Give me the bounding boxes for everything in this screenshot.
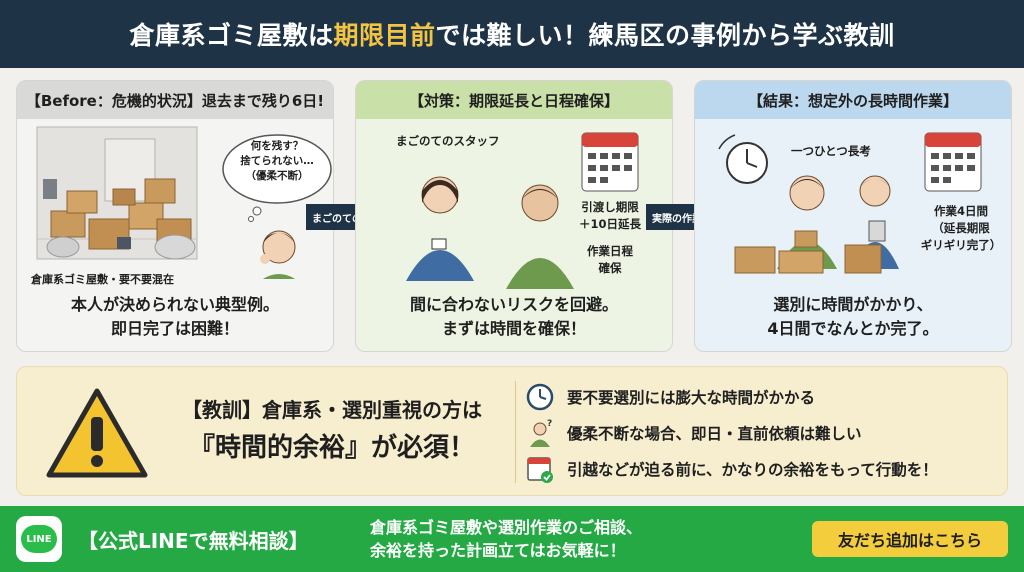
- cluttered-room-illustration: [36, 126, 332, 279]
- add-friend-button[interactable]: 友だち追加はこちら: [812, 521, 1008, 557]
- page-title: 倉庫系ゴミ屋敷は期限目前では難しい！練馬区の事例から学ぶ教訓: [129, 16, 894, 52]
- header-banner: 倉庫系ゴミ屋敷は期限目前では難しい！練馬区の事例から学ぶ教訓: [0, 0, 1024, 68]
- scene-label: 倉庫系ゴミ屋敷・要不要混在: [31, 273, 174, 286]
- caption-line: まずは時間を確保！: [441, 319, 586, 338]
- lesson-points: 要不要選別には膨大な時間がかかる ? 優柔不断な場合、即日・直前依頼は難しい 引…: [525, 379, 1005, 487]
- caption-line: 即日完了は困難！: [110, 319, 239, 338]
- caption-line: 間に合わないリスクを回避。: [409, 295, 618, 314]
- lesson-text: 【教訓】倉庫系・選別重視の方は 『時間的余裕』が必須！: [157, 393, 507, 469]
- lesson-box: 【教訓】倉庫系・選別重視の方は 『時間的余裕』が必須！ 要不要選別には膨大な時間…: [16, 366, 1008, 496]
- title-before: 倉庫系ゴミ屋敷は: [129, 21, 334, 50]
- panel-measure-title: 【対策：期限延長と日程確保】: [356, 81, 672, 119]
- note-line: 引渡し期限: [581, 200, 639, 214]
- panel-before-title: 【Before：危機的状況】退去まで残り6日!: [17, 81, 333, 119]
- footer-desc-line: 倉庫系ゴミ屋敷や選別作業のご相談、: [370, 518, 643, 537]
- lesson-point: 要不要選別には膨大な時間がかかる: [525, 379, 1005, 415]
- caption-line: 選別に時間がかかり、: [773, 295, 933, 314]
- note-line: ＋10日延長: [578, 217, 641, 231]
- clock-icon: [526, 383, 554, 411]
- footer-title: 【公式LINEで無料相談】: [78, 528, 309, 553]
- staff-label: まごのてのスタッフ: [396, 134, 500, 148]
- calendar-check-icon: [527, 457, 553, 483]
- consultation-illustration: [406, 132, 639, 289]
- lesson-point: 引越などが迫る前に、かなりの余裕をもって行動を！: [525, 451, 1005, 487]
- panel-measure-caption: 間に合わないリスクを回避。 まずは時間を確保！: [356, 293, 672, 341]
- lesson-point-text: 要不要選別には膨大な時間がかかる: [567, 389, 816, 407]
- footer-cta-bar: LINE 【公式LINEで無料相談】 倉庫系ゴミ屋敷や選別作業のご相談、 余裕を…: [0, 506, 1024, 572]
- svg-text:?: ?: [547, 419, 552, 429]
- panel-result: 【結果：想定外の長時間作業】: [694, 80, 1012, 352]
- thought-line: 何を残す？: [250, 140, 304, 152]
- note-line: 確保: [598, 261, 622, 275]
- note-line: （延長期限: [932, 221, 990, 235]
- confused-person-icon: ?: [530, 419, 552, 447]
- lesson-point: ? 優柔不断な場合、即日・直前依頼は難しい: [525, 415, 1005, 451]
- thought-line: 捨てられない…: [240, 155, 314, 167]
- lesson-point-text: 引越などが迫る前に、かなりの余裕をもって行動を！: [567, 461, 938, 479]
- result-note: 作業4日間 （延長期限 ギリギリ完了）: [913, 203, 1009, 254]
- caption-line: 本人が決められない典型例。: [70, 295, 279, 314]
- panel-before: 【Before：危機的状況】退去まで残り6日!: [16, 80, 334, 352]
- panel-before-caption: 本人が決められない典型例。 即日完了は困難！: [17, 293, 333, 341]
- panel-result-caption: 選別に時間がかかり、 4日間でなんとか完了。: [695, 293, 1011, 341]
- schedule-note: 作業日程 確保: [570, 243, 650, 277]
- line-logo-icon[interactable]: LINE: [16, 516, 62, 562]
- lesson-point-text: 優柔不断な場合、即日・直前依頼は難しい: [567, 425, 862, 443]
- title-after: では難しい！練馬区の事例から学ぶ教訓: [435, 21, 895, 50]
- warning-icon: [46, 388, 148, 478]
- note-line: ギリギリ完了）: [920, 238, 1002, 252]
- lesson-line-2: 『時間的余裕』が必須！: [188, 433, 475, 463]
- panel-result-title: 【結果：想定外の長時間作業】: [695, 81, 1011, 119]
- extension-note: 引渡し期限 ＋10日延長: [570, 199, 650, 233]
- line-logo-text: LINE: [21, 525, 57, 553]
- thought-line: （優柔不断）: [245, 170, 309, 182]
- work-label: 一つひとつ長考: [791, 144, 871, 158]
- footer-description: 倉庫系ゴミ屋敷や選別作業のご相談、 余裕を持った計画立てはお気軽に！: [370, 516, 642, 562]
- lesson-divider: [515, 381, 516, 483]
- thought-bubble-text: 何を残す？ 捨てられない… （優柔不断）: [217, 139, 333, 184]
- note-line: 作業4日間: [933, 204, 988, 218]
- footer-desc-line: 余裕を持った計画立てはお気軽に！: [370, 541, 626, 560]
- lesson-line-1: 【教訓】倉庫系・選別重視の方は: [182, 398, 482, 422]
- caption-line: 4日間でなんとか完了。: [767, 319, 939, 338]
- sorting-work-illustration: [718, 132, 982, 274]
- title-accent: 期限目前: [333, 21, 436, 50]
- panel-measure: 【対策：期限延長と日程確保】 まごのてのスタッフ 引渡し期限 ＋10日延長: [355, 80, 673, 352]
- note-line: 作業日程: [587, 244, 633, 258]
